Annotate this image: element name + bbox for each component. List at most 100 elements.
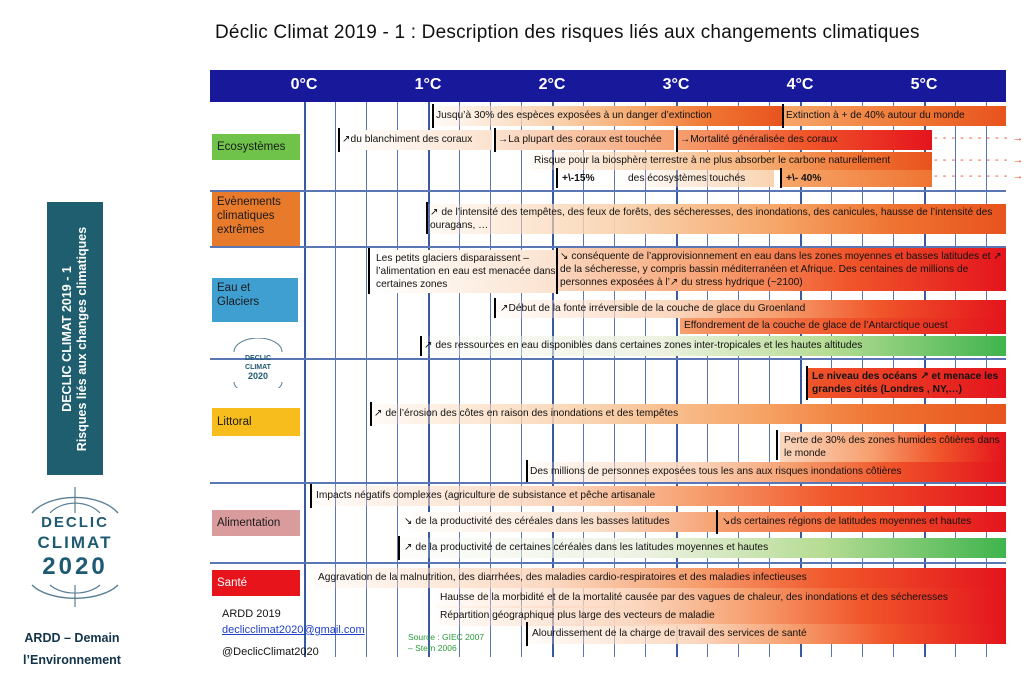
declic-climat-logo: DECLIC CLIMAT 2020: [20, 485, 130, 615]
threshold-tick: [368, 248, 370, 294]
grid-line: [521, 102, 522, 657]
grid-line: [583, 102, 584, 657]
risk-bar: ↗ de la productivité de certaines céréal…: [400, 538, 1006, 558]
grid-line: [738, 102, 739, 657]
grid-line: [397, 102, 398, 657]
risk-bar: ↘ds certaines régions de latitudes moyen…: [718, 512, 1006, 532]
grid-line: [459, 102, 460, 657]
globe-icon: [31, 487, 119, 607]
sidebar-banner: DECLIC CLIMAT 2019 - 1 Risques liés aux …: [47, 202, 103, 475]
risk-bar: Le niveau des océans ↗ et menace les gra…: [808, 368, 1006, 398]
threshold-tick: [526, 460, 528, 482]
threshold-tick: [398, 536, 400, 560]
temperature-label: 0°C: [290, 76, 318, 93]
banner-subtitle: Risques liés aux changes climatiques: [75, 226, 89, 451]
risk-bar: Risque pour la biosphère terrestre à ne …: [530, 152, 932, 170]
category-evenements: Evènements climatiques extrêmes: [212, 192, 300, 246]
grid-line: [707, 102, 708, 657]
risk-bar: Extinction à + de 40% autour du monde: [782, 106, 1006, 126]
threshold-tick: [370, 402, 372, 426]
temperature-label: 5°C: [910, 76, 938, 93]
logo-line1: DECLIC: [41, 514, 109, 531]
category-ecosystemes: Ecosystèmes: [212, 134, 300, 160]
threshold-tick: [494, 298, 496, 318]
risk-bar: Perte de 30% des zones humides côtières …: [780, 432, 1006, 462]
banner-title: DECLIC CLIMAT 2019 - 1: [60, 265, 74, 412]
mini-logo-line3: 2020: [248, 371, 268, 381]
grid-line: [490, 102, 491, 657]
risk-bar: Effondrement de la couche de glace de l’…: [680, 318, 1006, 334]
threshold-tick: [806, 366, 808, 400]
temperature-label: 1°C: [414, 76, 442, 93]
risk-bar: ↗du blanchiment des coraux: [338, 130, 492, 150]
temperature-header: [210, 70, 1006, 102]
risk-bar: →La plupart des coraux est touchée: [494, 130, 674, 150]
continuation-arrow: - - - - - - - - - →: [934, 170, 1024, 182]
risk-bar: des écosystèmes touchés: [624, 170, 774, 187]
grid-line: [645, 102, 646, 657]
risk-bar: ↗ de l’érosion des côtes en raison des i…: [370, 404, 1006, 424]
risk-bar: →Mortalité généralisée des coraux: [676, 130, 932, 150]
threshold-tick: [780, 168, 782, 188]
threshold-tick: [676, 128, 678, 152]
threshold-tick: [310, 484, 312, 508]
risk-bar: Les petits glaciers disparaissent – l’al…: [372, 250, 556, 293]
category-eau: Eau et Glaciers: [212, 278, 298, 322]
threshold-tick: [432, 104, 434, 128]
mini-logo-line2: CLIMAT: [245, 364, 272, 371]
risk-bar: ↗ des ressources en eau disponibles dans…: [420, 336, 1006, 356]
grid-line: [552, 102, 554, 657]
continuation-arrow: - - - - - - - - - →: [934, 132, 1024, 144]
risk-bar: +\- 40%: [782, 170, 932, 187]
temperature-label: 4°C: [786, 76, 814, 93]
category-littoral: Littoral: [212, 408, 300, 436]
grid-line: [304, 102, 306, 657]
risk-bar: ↗Début de la fonte irréversible de la co…: [496, 300, 1006, 318]
grid-line: [366, 102, 367, 657]
footer-email-link[interactable]: declicclimat2020@gmail.com: [222, 624, 365, 636]
row-separator: [210, 190, 1006, 192]
risk-bar: Des millions de personnes exposées tous …: [526, 462, 1006, 482]
grid-line: [335, 102, 336, 657]
threshold-tick: [716, 510, 718, 534]
grid-line: [800, 102, 802, 657]
org-line1: ARDD – Demain: [24, 631, 120, 645]
threshold-tick: [782, 104, 784, 128]
risk-bar: Jusqu’à 30% des espèces exposées à un da…: [432, 106, 782, 126]
row-separator: [210, 246, 1006, 248]
risk-diagram: 0°C 1°C 2°C 3°C 4°C 5°C Ecosystèmes Evènement…: [210, 70, 1023, 660]
threshold-tick: [494, 128, 496, 152]
threshold-tick: [556, 248, 558, 294]
threshold-tick: [338, 128, 340, 152]
risk-bar: Hausse de la morbidité et de la mortalit…: [436, 588, 1006, 608]
risk-bar: ↘ de la productivité des céréales dans l…: [400, 512, 718, 532]
grid-line: [614, 102, 615, 657]
temperature-label: 2°C: [538, 76, 566, 93]
threshold-tick: [556, 168, 558, 188]
grid-line: [769, 102, 770, 657]
organization-name: ARDD – Demain l’Environnement: [12, 627, 132, 671]
row-separator: [210, 358, 1006, 360]
risk-bar: ↘ conséquente de l’approvisionnement en …: [556, 248, 1006, 291]
mini-logo-line1: DECLIC: [245, 355, 271, 362]
logo-line3: 2020: [42, 553, 108, 580]
threshold-tick: [426, 202, 428, 234]
risk-bar: Impacts négatifs complexes (agriculture …: [312, 486, 1006, 506]
continuation-arrow: - - - - - - - - - →: [934, 154, 1024, 166]
logo-line2: CLIMAT: [37, 533, 113, 552]
page-title: Déclic Climat 2019 - 1 : Description des…: [215, 22, 920, 43]
source-line1: Source : GIEC 2007: [408, 632, 485, 642]
org-line2: l’Environnement: [23, 653, 121, 667]
threshold-tick: [776, 430, 778, 460]
footer-org: ARDD 2019: [222, 608, 281, 620]
category-alimentation: Alimentation: [212, 510, 300, 536]
temperature-label: 3°C: [662, 76, 690, 93]
risk-bar: Alourdissement de la charge de travail d…: [528, 624, 1006, 644]
grid-line: [428, 102, 430, 657]
category-sante: Santé: [212, 570, 300, 596]
risk-bar: Répartition géographique plus large des …: [436, 606, 1006, 626]
footer-handle: @DeclicClimat2020: [222, 646, 319, 658]
source-line2: – Stern 2006: [408, 643, 457, 653]
row-separator: [210, 482, 1006, 484]
threshold-tick: [420, 336, 422, 356]
